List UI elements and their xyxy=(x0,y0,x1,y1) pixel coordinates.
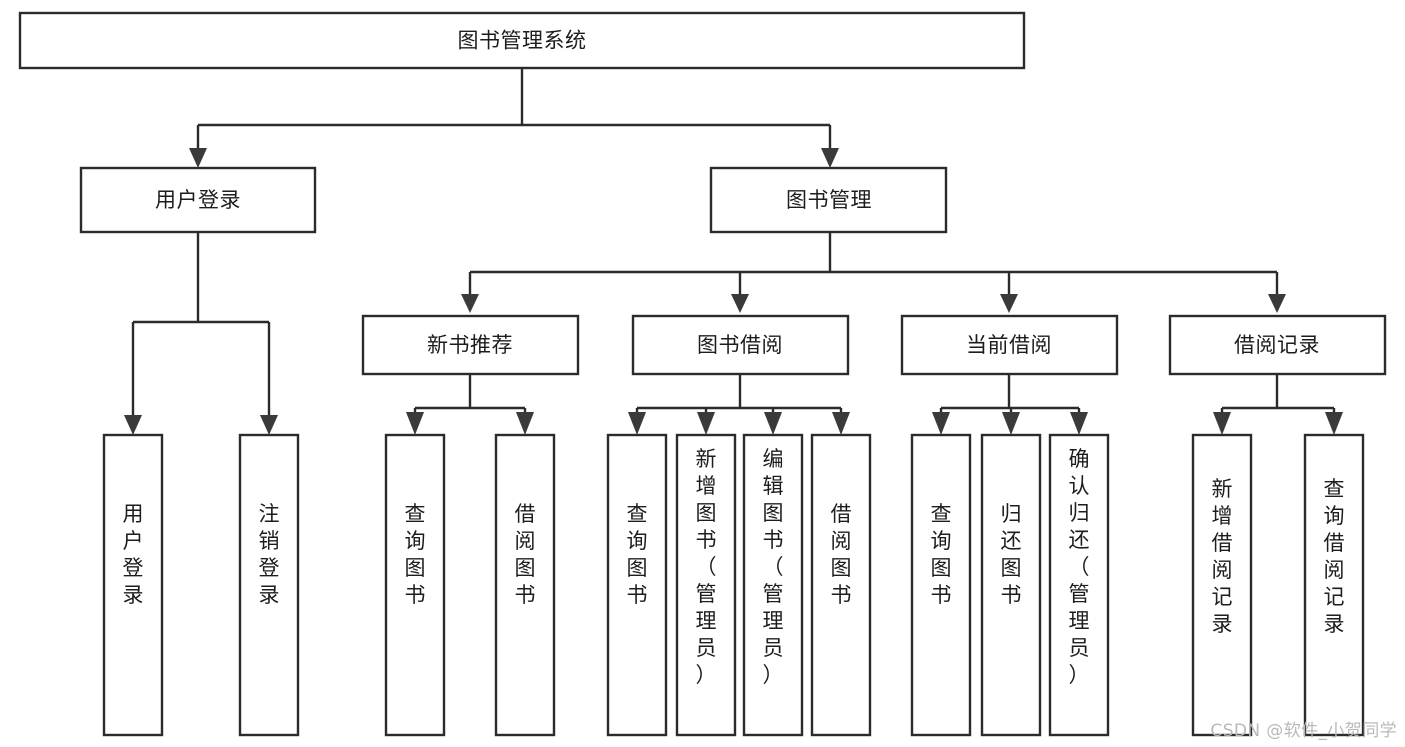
leaf-bb-edit-book-box[interactable] xyxy=(742,433,804,737)
node-new-book-recommend[interactable]: 新书推荐 xyxy=(361,314,580,376)
arrow-to-new-book xyxy=(461,294,479,313)
leaf-nb-borrow-book-label: 借阅图书 xyxy=(515,502,536,607)
node-book-borrow-label: 图书借阅 xyxy=(697,333,783,357)
node-book-borrow-box[interactable] xyxy=(631,314,850,376)
leaf-node[interactable]: 新增图书（管理员） xyxy=(675,433,737,737)
leaf-node[interactable]: 查询图书 xyxy=(910,433,972,737)
leaf-br-add-record-label: 新增借阅记录 xyxy=(1212,477,1233,636)
leaf-nb-query-book-box[interactable] xyxy=(384,433,446,737)
leaf-cb-query-book-label: 查询图书 xyxy=(931,502,952,607)
leaf-nb-borrow-book-box[interactable] xyxy=(494,433,556,737)
leaf-node[interactable]: 注销登录 xyxy=(238,433,300,737)
node-root-system-box[interactable] xyxy=(18,11,1026,70)
arrow-leaf-borrow-records-1 xyxy=(1213,412,1231,435)
node-book-management-box[interactable] xyxy=(709,166,948,234)
leaf-bb-edit-book-label: 编辑图书（管理员） xyxy=(763,447,784,687)
node-root-system-label: 图书管理系统 xyxy=(458,29,587,53)
arrow-to-current-borrow xyxy=(1000,294,1018,313)
leaf-bb-add-book-box[interactable] xyxy=(675,433,737,737)
arrow-leaf-book-borrow-3 xyxy=(764,412,782,435)
arrow-leaf-current-borrow-2 xyxy=(1002,412,1020,435)
node-borrow-records[interactable]: 借阅记录 xyxy=(1168,314,1387,376)
leaf-node[interactable]: 查询图书 xyxy=(384,433,446,737)
leaf-node[interactable]: 借阅图书 xyxy=(494,433,556,737)
arrow-leaf-borrow-records-2 xyxy=(1325,412,1343,435)
leaf-br-add-record-box[interactable] xyxy=(1191,433,1253,737)
node-user-login[interactable]: 用户登录 xyxy=(79,166,317,234)
arrow-leaf-current-borrow-3 xyxy=(1070,412,1088,435)
node-root-system[interactable]: 图书管理系统 xyxy=(18,11,1026,70)
leaf-node[interactable]: 新增借阅记录 xyxy=(1191,433,1253,737)
node-new-book-recommend-label: 新书推荐 xyxy=(427,333,513,357)
arrow-leaf-new-book-2 xyxy=(516,412,534,435)
arrow-leaf-book-borrow-1 xyxy=(628,412,646,435)
arrow-leaf-current-borrow-1 xyxy=(932,412,950,435)
node-current-borrow-box[interactable] xyxy=(900,314,1119,376)
arrow-to-user-login xyxy=(189,148,207,168)
arrow-to-book-mgmt xyxy=(821,148,839,168)
leaf-bb-query-book-label: 查询图书 xyxy=(627,502,648,607)
arrow-to-borrow-records xyxy=(1268,294,1286,313)
leaf-node[interactable]: 借阅图书 xyxy=(810,433,872,737)
node-book-management-label: 图书管理 xyxy=(786,188,872,212)
leaf-node[interactable]: 用户登录 xyxy=(102,433,164,737)
leaf-bb-query-book-box[interactable] xyxy=(606,433,668,737)
csdn-watermark: CSDN @软件_小贺同学 xyxy=(1210,721,1397,741)
leaf-cb-return-book-label: 归还图书 xyxy=(1001,502,1022,607)
leaf-br-query-record-box[interactable] xyxy=(1303,433,1365,737)
node-user-login-label: 用户登录 xyxy=(155,188,241,212)
leaf-user-login-label: 用户登录 xyxy=(123,502,144,607)
connector-layer xyxy=(124,68,1343,435)
arrow-leaf-book-borrow-4 xyxy=(832,412,850,435)
node-current-borrow-label: 当前借阅 xyxy=(966,333,1052,357)
leaf-user-login-box[interactable] xyxy=(102,433,164,737)
leaf-bb-borrow-book-box[interactable] xyxy=(810,433,872,737)
arrow-leaf-book-borrow-2 xyxy=(697,412,715,435)
leaf-node[interactable]: 查询借阅记录 xyxy=(1303,433,1365,737)
leaf-node[interactable]: 确认归还（管理员） xyxy=(1048,433,1110,737)
leaf-node[interactable]: 查询图书 xyxy=(606,433,668,737)
leaf-bb-borrow-book-label: 借阅图书 xyxy=(831,502,852,607)
leaf-cb-confirm-return-box[interactable] xyxy=(1048,433,1110,737)
node-new-book-recommend-box[interactable] xyxy=(361,314,580,376)
arrow-to-book-borrow xyxy=(731,294,749,313)
leaf-node[interactable]: 归还图书 xyxy=(980,433,1042,737)
node-book-borrow[interactable]: 图书借阅 xyxy=(631,314,850,376)
node-borrow-records-box[interactable] xyxy=(1168,314,1387,376)
leaf-logout-label: 注销登录 xyxy=(259,502,280,607)
node-user-login-box[interactable] xyxy=(79,166,317,234)
node-current-borrow[interactable]: 当前借阅 xyxy=(900,314,1119,376)
leaf-br-query-record-label: 查询借阅记录 xyxy=(1324,477,1345,636)
arrow-leaf-user-login-2 xyxy=(260,415,278,435)
leaf-nb-query-book-label: 查询图书 xyxy=(405,502,426,607)
leaf-node[interactable]: 编辑图书（管理员） xyxy=(742,433,804,737)
arrow-leaf-new-book-1 xyxy=(406,412,424,435)
leaf-logout-box[interactable] xyxy=(238,433,300,737)
leaf-cb-return-book-box[interactable] xyxy=(980,433,1042,737)
node-borrow-records-label: 借阅记录 xyxy=(1234,333,1320,357)
leaf-cb-confirm-return-label: 确认归还（管理员） xyxy=(1069,447,1090,687)
leaf-cb-query-book-box[interactable] xyxy=(910,433,972,737)
leaf-bb-add-book-label: 新增图书（管理员） xyxy=(696,447,717,687)
node-book-management[interactable]: 图书管理 xyxy=(709,166,948,234)
arrow-leaf-user-login-1 xyxy=(124,415,142,435)
